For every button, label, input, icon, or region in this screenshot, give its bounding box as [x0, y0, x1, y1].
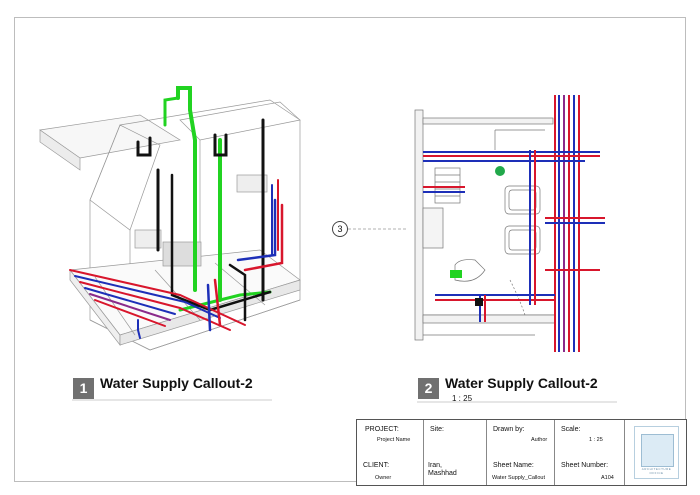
site-value-line2: Mashhad — [428, 470, 457, 477]
tb-column-site: Site: Iran, Mashhad — [424, 420, 487, 485]
tb-column-project: PROJECT: Project Name CLIENT: Owner — [357, 420, 424, 485]
logo-caption: ARCHITECTURE OFFICE — [641, 467, 672, 475]
view-title-underline-2 — [417, 401, 617, 403]
title-block: PROJECT: Project Name CLIENT: Owner Site… — [356, 419, 687, 486]
client-label: CLIENT: — [363, 462, 390, 469]
sheet-number-value: A104 — [601, 475, 614, 481]
sheet-border — [14, 17, 686, 482]
view-title-2: Water Supply Callout-2 — [445, 375, 598, 391]
client-value: Owner — [375, 475, 392, 481]
project-value: Project Name — [377, 437, 411, 443]
view-number-2: 2 — [418, 378, 439, 399]
tb-column-scale: Scale: 1 : 25 Sheet Number: A104 — [555, 420, 625, 485]
scale-label: Scale: — [561, 426, 581, 433]
drawn-by-value: Author — [531, 437, 548, 443]
isometric-plumbing-view[interactable] — [30, 80, 330, 360]
view-title-underline-1 — [72, 399, 272, 401]
view-number-1: 1 — [73, 378, 94, 399]
section-line — [348, 228, 408, 230]
logo-mark-icon — [641, 434, 674, 467]
scale-value: 1 : 25 — [589, 437, 603, 443]
view-title-1: Water Supply Callout-2 — [100, 375, 253, 391]
drawn-by-label: Drawn by: — [493, 426, 525, 433]
plan-callout-view[interactable] — [405, 90, 615, 352]
site-label: Site: — [430, 426, 445, 433]
office-logo: ARCHITECTURE OFFICE — [634, 426, 679, 479]
sheet-name-label: Sheet Name: — [493, 462, 534, 469]
callout-marker[interactable]: 3 — [332, 221, 348, 237]
site-value-line1: Iran, — [428, 462, 443, 469]
project-label: PROJECT: — [365, 426, 399, 433]
tb-column-drawn: Drawn by: Author Sheet Name: Water Suppl… — [487, 420, 555, 485]
view-scale-2: 1 : 25 — [452, 394, 473, 403]
sheet-name-value: Water Supply_Callout — [492, 475, 545, 481]
sheet-number-label: Sheet Number: — [561, 462, 609, 469]
